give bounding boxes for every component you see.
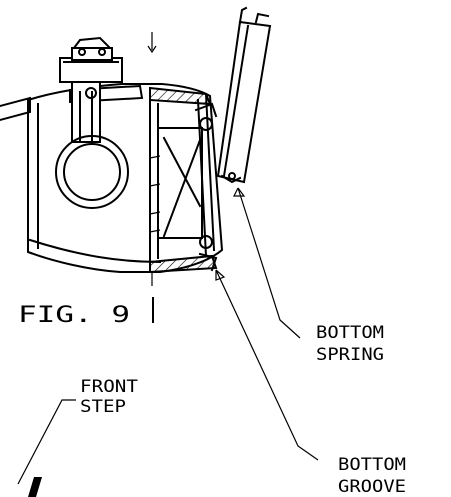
front-wall-section (149, 86, 218, 274)
callout-bottom-spring-line2: SPRING (316, 345, 384, 365)
top-bracket (59, 36, 123, 83)
housing-body (0, 83, 224, 273)
figure-label: FIG. 9 (18, 303, 130, 328)
internal-grille (149, 127, 203, 239)
leader-lines (17, 187, 319, 485)
centerline-marks (147, 32, 157, 323)
latches (194, 102, 218, 272)
front-step-mark (28, 477, 42, 497)
callout-front-step-line1: FRONT (80, 377, 138, 397)
door-panel (216, 6, 272, 184)
callout-front-step-line2: STEP (80, 397, 126, 417)
callout-bottom-spring-line1: BOTTOM (316, 323, 384, 343)
callout-bottom-groove-line2: GROOVE (338, 477, 406, 497)
ring-mount (55, 81, 129, 209)
callout-bottom-groove-line1: BOTTOM (338, 455, 406, 475)
